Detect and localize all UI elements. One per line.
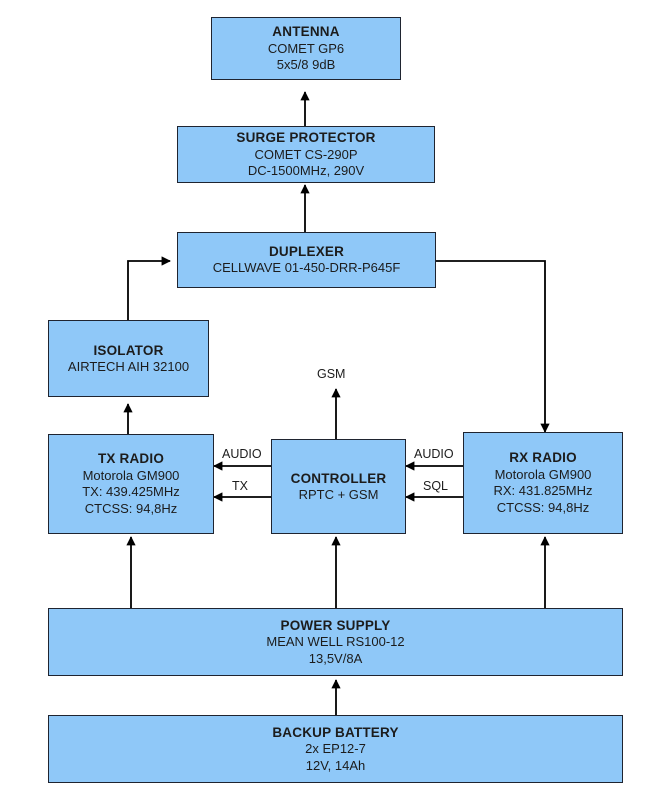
node-rx-radio-line4: CTCSS: 94,8Hz	[496, 499, 590, 515]
node-tx-radio-line4: CTCSS: 94,8Hz	[84, 500, 178, 516]
node-backup-battery-line2: 2x EP12-7	[305, 741, 366, 756]
node-duplexer-line2: CELLWAVE 01-450-DRR-P645F	[212, 260, 401, 276]
node-power-supply-title: POWER SUPPLY	[280, 617, 391, 633]
node-rx-radio-line3: RX: 431.825MHz	[493, 483, 593, 499]
node-rx-radio-line2: Motorola GM900	[494, 466, 592, 482]
node-power-supply[interactable]: POWER SUPPLY MEAN WELL RS100-12 13,5V/8A	[48, 608, 623, 676]
edge-label-audio-left: AUDIO	[222, 447, 262, 461]
node-duplexer-title: DUPLEXER	[268, 244, 345, 260]
node-power-supply-line3: 13,5V/8A	[308, 650, 363, 666]
node-antenna-title: ANTENNA	[272, 24, 340, 40]
node-backup-battery-line3: 12V, 14Ah	[305, 757, 366, 773]
node-tx-radio-line2: Motorola GM900	[82, 467, 180, 483]
node-surge-protector-title: SURGE PROTECTOR	[236, 130, 376, 146]
node-isolator[interactable]: ISOLATOR AIRTECH AIH 32100	[48, 320, 209, 397]
node-controller-line2: RPTC + GSM	[298, 486, 379, 502]
wire-duplexer-to-rx	[436, 260, 550, 433]
node-power-supply-line2: MEAN WELL RS100-12	[266, 634, 405, 649]
node-backup-battery[interactable]: BACKUP BATTERY 2x EP12-7 12V, 14Ah	[48, 715, 623, 783]
node-controller-title: CONTROLLER	[290, 470, 387, 486]
edge-label-sql: SQL	[423, 479, 449, 493]
node-rx-radio-title: RX RADIO	[509, 450, 577, 466]
node-antenna[interactable]: ANTENNA COMET GP6 5x5/8 9dB	[211, 17, 401, 80]
node-duplexer[interactable]: DUPLEXER CELLWAVE 01-450-DRR-P645F	[177, 232, 436, 288]
node-isolator-line2: AIRTECH AIH 32100	[67, 358, 190, 374]
node-surge-protector[interactable]: SURGE PROTECTOR COMET CS-290P DC-1500MHz…	[177, 126, 435, 183]
edge-label-gsm: GSM	[317, 367, 346, 381]
node-surge-protector-line2: COMET CS-290P	[254, 146, 358, 162]
node-isolator-title: ISOLATOR	[93, 342, 164, 358]
node-controller[interactable]: CONTROLLER RPTC + GSM	[271, 439, 406, 534]
node-tx-radio[interactable]: TX RADIO Motorola GM900 TX: 439.425MHz C…	[48, 434, 214, 534]
node-antenna-line2: COMET GP6	[267, 40, 345, 56]
wire-isolator-to-duplexer	[127, 256, 171, 322]
node-backup-battery-title: BACKUP BATTERY	[272, 724, 399, 740]
edge-label-tx: TX	[232, 479, 248, 493]
edge-label-audio-right: AUDIO	[414, 447, 454, 461]
node-tx-radio-title: TX RADIO	[97, 451, 165, 467]
node-tx-radio-line3: TX: 439.425MHz	[82, 484, 180, 500]
node-surge-protector-line3: DC-1500MHz, 290V	[247, 163, 365, 179]
node-antenna-line3: 5x5/8 9dB	[276, 57, 336, 73]
node-rx-radio[interactable]: RX RADIO Motorola GM900 RX: 431.825MHz C…	[463, 432, 623, 534]
